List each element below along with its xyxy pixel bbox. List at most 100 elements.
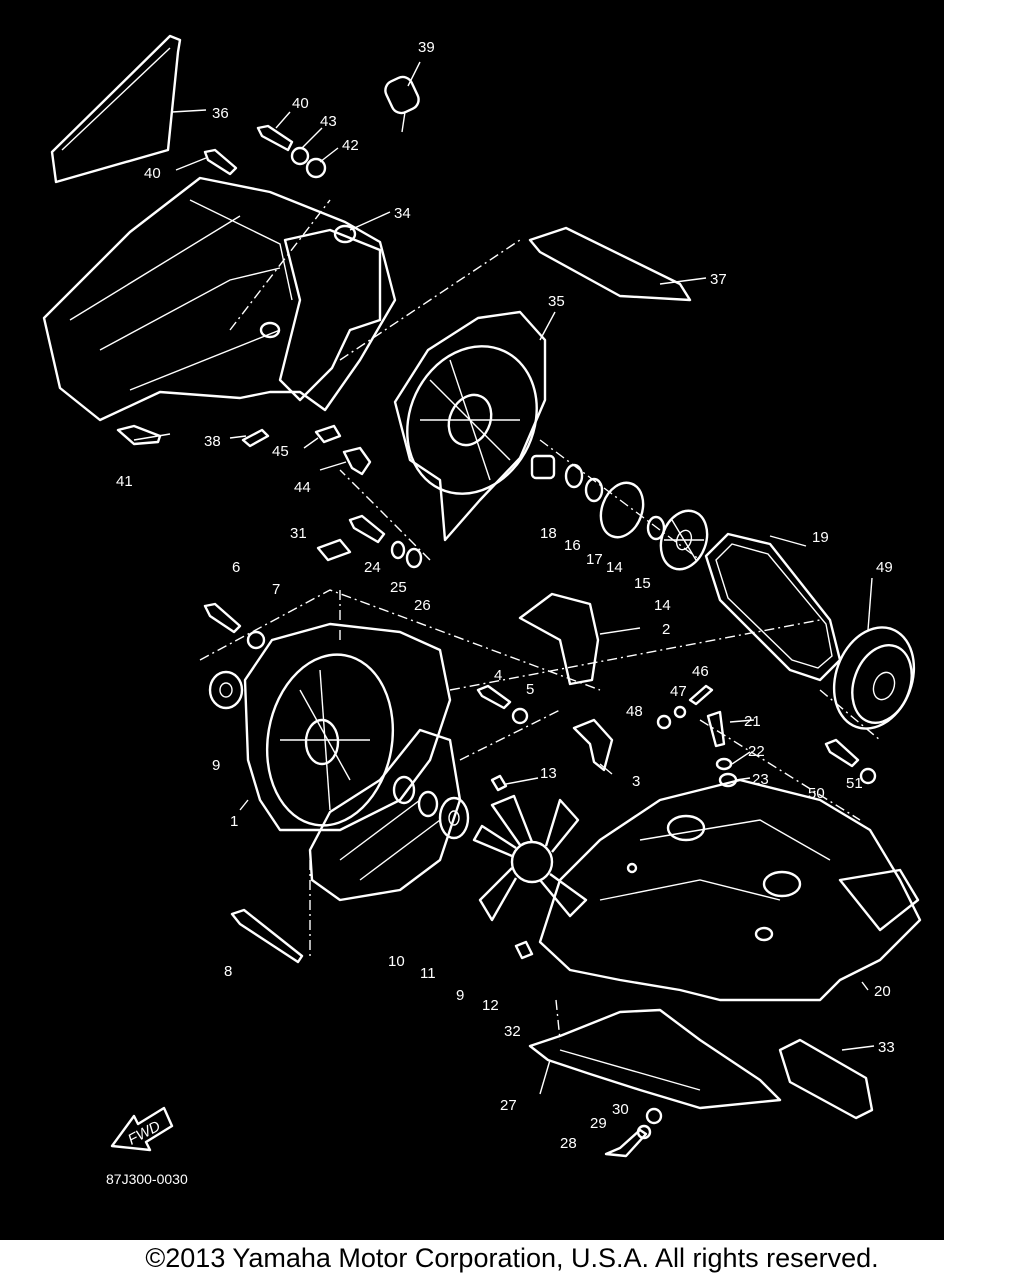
callout-34: 34 bbox=[394, 205, 411, 222]
part-pulley-14-inner bbox=[659, 509, 709, 571]
part-clip-13 bbox=[490, 774, 508, 792]
callout-17: 17 bbox=[586, 551, 603, 568]
callout-9-left: 9 bbox=[212, 757, 220, 774]
callout-4: 4 bbox=[494, 667, 502, 684]
part-upper-housing bbox=[42, 176, 397, 422]
part-washer-7 bbox=[246, 630, 266, 650]
callout-15: 15 bbox=[634, 575, 651, 592]
callout-28: 28 bbox=[560, 1135, 577, 1152]
copyright-notice: ©2013 Yamaha Motor Corporation, U.S.A. A… bbox=[145, 1243, 879, 1273]
drawing-code: 87J300-0030 bbox=[106, 1171, 188, 1187]
part-air-box-20 bbox=[538, 778, 922, 1002]
part-washer-45 bbox=[314, 424, 342, 444]
callout-30: 30 bbox=[612, 1101, 629, 1118]
part-bolt-21 bbox=[706, 710, 726, 748]
callout-38: 38 bbox=[204, 433, 221, 450]
part-cover-37 bbox=[528, 226, 692, 302]
callout-32: 32 bbox=[504, 1023, 521, 1040]
callout-29: 29 bbox=[590, 1115, 607, 1132]
part-bolt-6 bbox=[203, 602, 242, 634]
part-pulley-49 bbox=[832, 626, 916, 730]
callout-7: 7 bbox=[272, 581, 280, 598]
part-nut-32 bbox=[514, 940, 534, 960]
part-washer-51 bbox=[859, 767, 877, 785]
part-bracket-3 bbox=[572, 718, 614, 772]
callout-49: 49 bbox=[876, 559, 893, 576]
callout-47: 47 bbox=[670, 683, 687, 700]
callout-42: 42 bbox=[342, 137, 359, 154]
part-bearing-9-right bbox=[438, 796, 470, 840]
callout-37: 37 bbox=[710, 271, 727, 288]
callout-50: 50 bbox=[808, 785, 825, 802]
alignment-lines bbox=[199, 199, 881, 1041]
callout-16: 16 bbox=[564, 537, 581, 554]
callout-35: 35 bbox=[548, 293, 565, 310]
callout-33: 33 bbox=[878, 1039, 895, 1056]
part-bracket-44 bbox=[342, 446, 372, 476]
callout-31: 31 bbox=[290, 525, 307, 542]
callout-14-a: 14 bbox=[606, 559, 623, 576]
part-bolt-46 bbox=[688, 684, 714, 706]
callout-13: 13 bbox=[540, 765, 557, 782]
callout-14-b: 14 bbox=[654, 597, 671, 614]
part-bolt-28 bbox=[604, 1128, 648, 1158]
part-clip-38 bbox=[241, 428, 270, 448]
callout-36: 36 bbox=[212, 105, 229, 122]
part-bottom-plate-27 bbox=[528, 1008, 782, 1110]
callout-12: 12 bbox=[482, 997, 499, 1014]
part-bolt-50 bbox=[824, 738, 860, 768]
callout-27: 27 bbox=[500, 1097, 517, 1114]
part-side-panel-36-edge bbox=[61, 47, 171, 151]
fwd-label: FWD bbox=[125, 1118, 163, 1149]
callout-18: 18 bbox=[540, 525, 557, 542]
part-fan-housing-1 bbox=[243, 622, 452, 832]
part-washer-30 bbox=[645, 1107, 663, 1125]
callout-8: 8 bbox=[224, 963, 232, 980]
callout-20: 20 bbox=[874, 983, 891, 1000]
part-washer-42 bbox=[305, 157, 327, 179]
part-washer-26 bbox=[405, 547, 423, 569]
callout-2: 2 bbox=[662, 621, 670, 638]
callout-22: 22 bbox=[748, 743, 765, 760]
part-filter-33 bbox=[778, 1038, 874, 1120]
part-washer-17 bbox=[584, 477, 604, 503]
callout-40-top: 40 bbox=[292, 95, 309, 112]
part-washer-25 bbox=[390, 540, 406, 560]
callout-45: 45 bbox=[272, 443, 289, 460]
callout-9-right: 9 bbox=[456, 987, 464, 1004]
callout-48: 48 bbox=[626, 703, 643, 720]
callout-41: 41 bbox=[116, 473, 133, 490]
callout-1: 1 bbox=[230, 813, 238, 830]
callout-26: 26 bbox=[414, 597, 431, 614]
part-washer-11 bbox=[417, 790, 439, 818]
part-plate-31 bbox=[316, 538, 352, 562]
callout-10: 10 bbox=[388, 953, 405, 970]
part-side-panel-36 bbox=[50, 34, 182, 184]
callout-25: 25 bbox=[390, 579, 407, 596]
part-fan-12 bbox=[472, 794, 588, 922]
part-seal-9-left bbox=[208, 670, 244, 710]
leader-lines bbox=[133, 61, 875, 1095]
exploded-view-drawing: FWD 87J300-0030 1 2 3 4 5 6 7 8 9 9 10 1… bbox=[42, 34, 922, 1187]
part-fitting-39 bbox=[384, 75, 420, 133]
callout-43: 43 bbox=[320, 113, 337, 130]
part-washer-48 bbox=[656, 714, 672, 730]
part-washer-5 bbox=[511, 707, 529, 725]
callout-44: 44 bbox=[294, 479, 311, 496]
part-bolt-40-left bbox=[203, 148, 238, 176]
callout-11: 11 bbox=[420, 965, 436, 982]
part-washer-29 bbox=[636, 1124, 652, 1140]
callout-39: 39 bbox=[418, 39, 435, 56]
part-circlip-10 bbox=[392, 775, 416, 805]
part-bolt-8 bbox=[230, 908, 304, 964]
part-washer-16 bbox=[564, 463, 584, 489]
callout-5: 5 bbox=[526, 681, 534, 698]
part-pulley-14-outer bbox=[599, 481, 645, 539]
part-bolt-24 bbox=[348, 514, 386, 544]
fwd-arrow-icon: FWD bbox=[110, 1106, 174, 1152]
part-washer-43 bbox=[290, 146, 310, 166]
part-belt-19 bbox=[704, 532, 842, 682]
part-fan-cover-35 bbox=[393, 310, 547, 542]
part-washer-47 bbox=[673, 705, 687, 719]
part-cover-2 bbox=[518, 592, 600, 686]
